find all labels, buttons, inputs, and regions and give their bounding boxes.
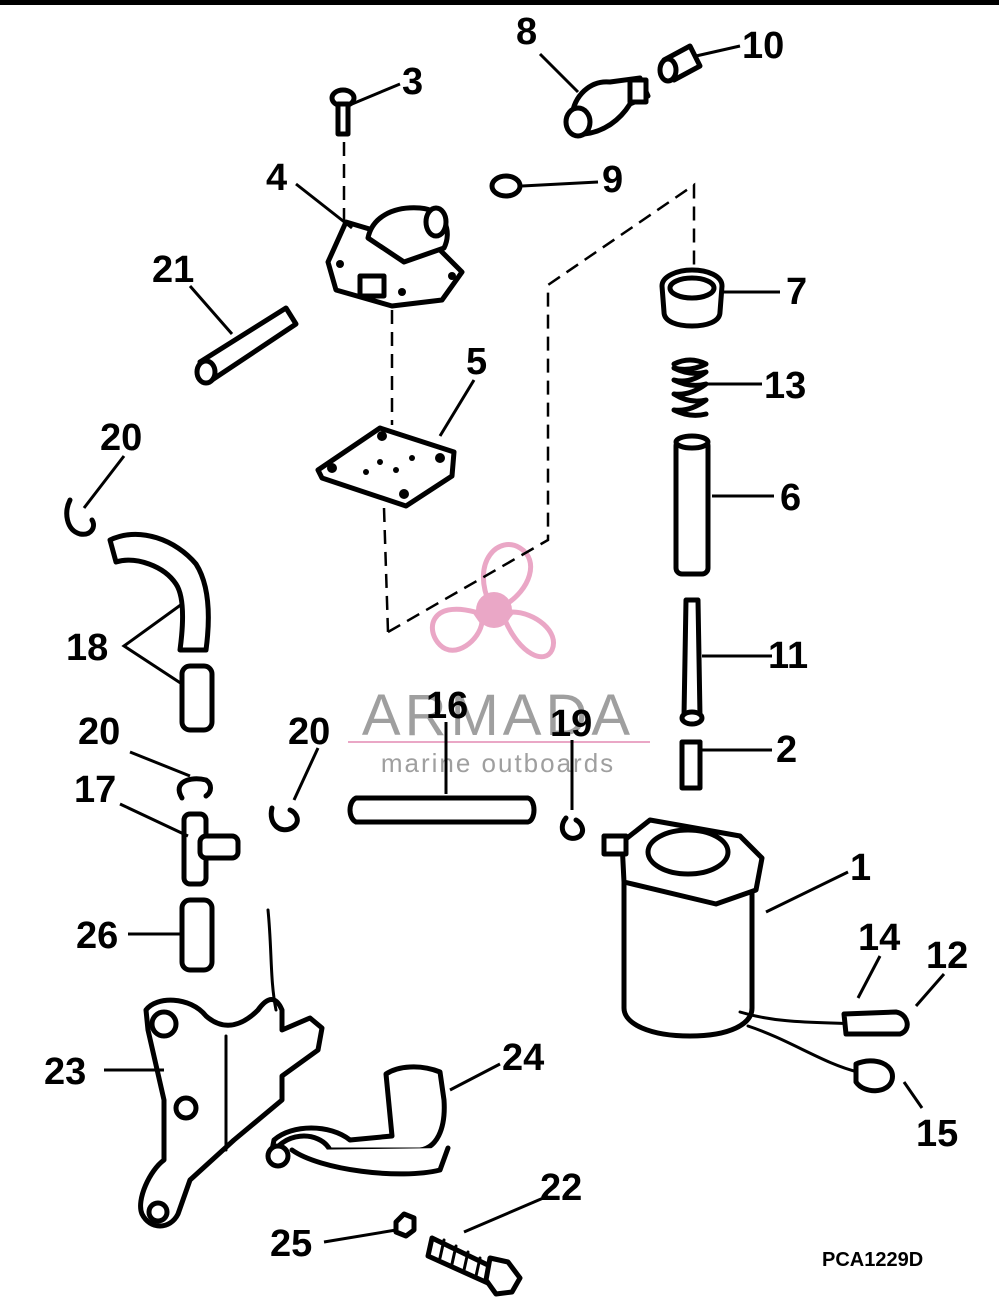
part-23-bracket bbox=[138, 908, 325, 1229]
part-11-rod bbox=[679, 597, 705, 727]
part-20-clip-b bbox=[176, 776, 213, 801]
propeller-icon bbox=[429, 542, 556, 660]
part-3-screw bbox=[329, 87, 357, 137]
part-24-clamp bbox=[265, 1064, 451, 1177]
callout-12: 12 bbox=[926, 935, 968, 977]
part-13-spring bbox=[671, 357, 709, 418]
callout-14: 14 bbox=[858, 917, 900, 959]
callout-26: 26 bbox=[76, 915, 118, 957]
part-20-clip-c bbox=[268, 805, 300, 833]
watermark-tagline: marine outboards bbox=[381, 748, 615, 778]
callout-16: 16 bbox=[426, 685, 468, 727]
part-18-hoses bbox=[107, 531, 215, 733]
callout-20-a: 20 bbox=[100, 417, 142, 459]
part-4-pump-cover bbox=[325, 205, 465, 309]
drawing-code: PCA1229D bbox=[822, 1249, 923, 1271]
assembly-dashed-lines bbox=[342, 120, 696, 634]
part-10-cap bbox=[657, 43, 703, 84]
callout-7: 7 bbox=[786, 271, 807, 313]
callout-22: 22 bbox=[540, 1167, 582, 1209]
callout-2: 2 bbox=[776, 729, 797, 771]
part-22-bolt bbox=[425, 1235, 523, 1297]
part-26-hose bbox=[179, 897, 215, 973]
callout-4: 4 bbox=[266, 157, 287, 199]
callout-15: 15 bbox=[916, 1113, 958, 1155]
watermark-brand: ARMADA bbox=[362, 683, 634, 748]
callout-13: 13 bbox=[764, 365, 806, 407]
part-17-tee-fitting bbox=[181, 811, 241, 887]
callout-18: 18 bbox=[66, 627, 108, 669]
part-9-o-ring bbox=[489, 173, 523, 199]
callout-6: 6 bbox=[780, 477, 801, 519]
callout-17: 17 bbox=[74, 769, 116, 811]
armada-logo: ARMADA marine outboards bbox=[348, 542, 650, 778]
callout-11: 11 bbox=[768, 635, 808, 677]
callout-23: 23 bbox=[44, 1051, 86, 1093]
leader-lines bbox=[82, 44, 946, 1244]
callout-24: 24 bbox=[502, 1037, 544, 1079]
part-20-clip-a bbox=[64, 497, 96, 537]
callout-numbers: 1 2 3 4 5 6 7 8 9 10 11 12 13 14 15 16 1… bbox=[44, 11, 968, 1265]
part-16-hose bbox=[347, 795, 537, 825]
part-21-tube bbox=[194, 305, 299, 386]
callout-20-c: 20 bbox=[288, 711, 330, 753]
callout-8: 8 bbox=[516, 11, 537, 53]
part-8-elbow-fitting bbox=[563, 75, 651, 139]
part-5-gasket bbox=[315, 425, 457, 509]
callout-19: 19 bbox=[550, 703, 592, 745]
part-7-filter-cap bbox=[659, 267, 725, 329]
top-border-rule bbox=[0, 0, 999, 5]
callout-20-b: 20 bbox=[78, 711, 120, 753]
callout-10: 10 bbox=[742, 25, 784, 67]
part-2-small-spring bbox=[679, 739, 703, 791]
part-6-plunger-tube bbox=[673, 433, 711, 577]
callout-5: 5 bbox=[466, 341, 487, 383]
part-19-clip bbox=[559, 815, 585, 841]
callout-21: 21 bbox=[152, 249, 194, 291]
callout-3: 3 bbox=[402, 61, 423, 103]
callout-9: 9 bbox=[602, 159, 623, 201]
callout-25: 25 bbox=[270, 1223, 312, 1265]
part-25-nut bbox=[393, 1211, 417, 1239]
part-1-solenoid bbox=[601, 817, 910, 1094]
callout-1: 1 bbox=[850, 847, 871, 889]
